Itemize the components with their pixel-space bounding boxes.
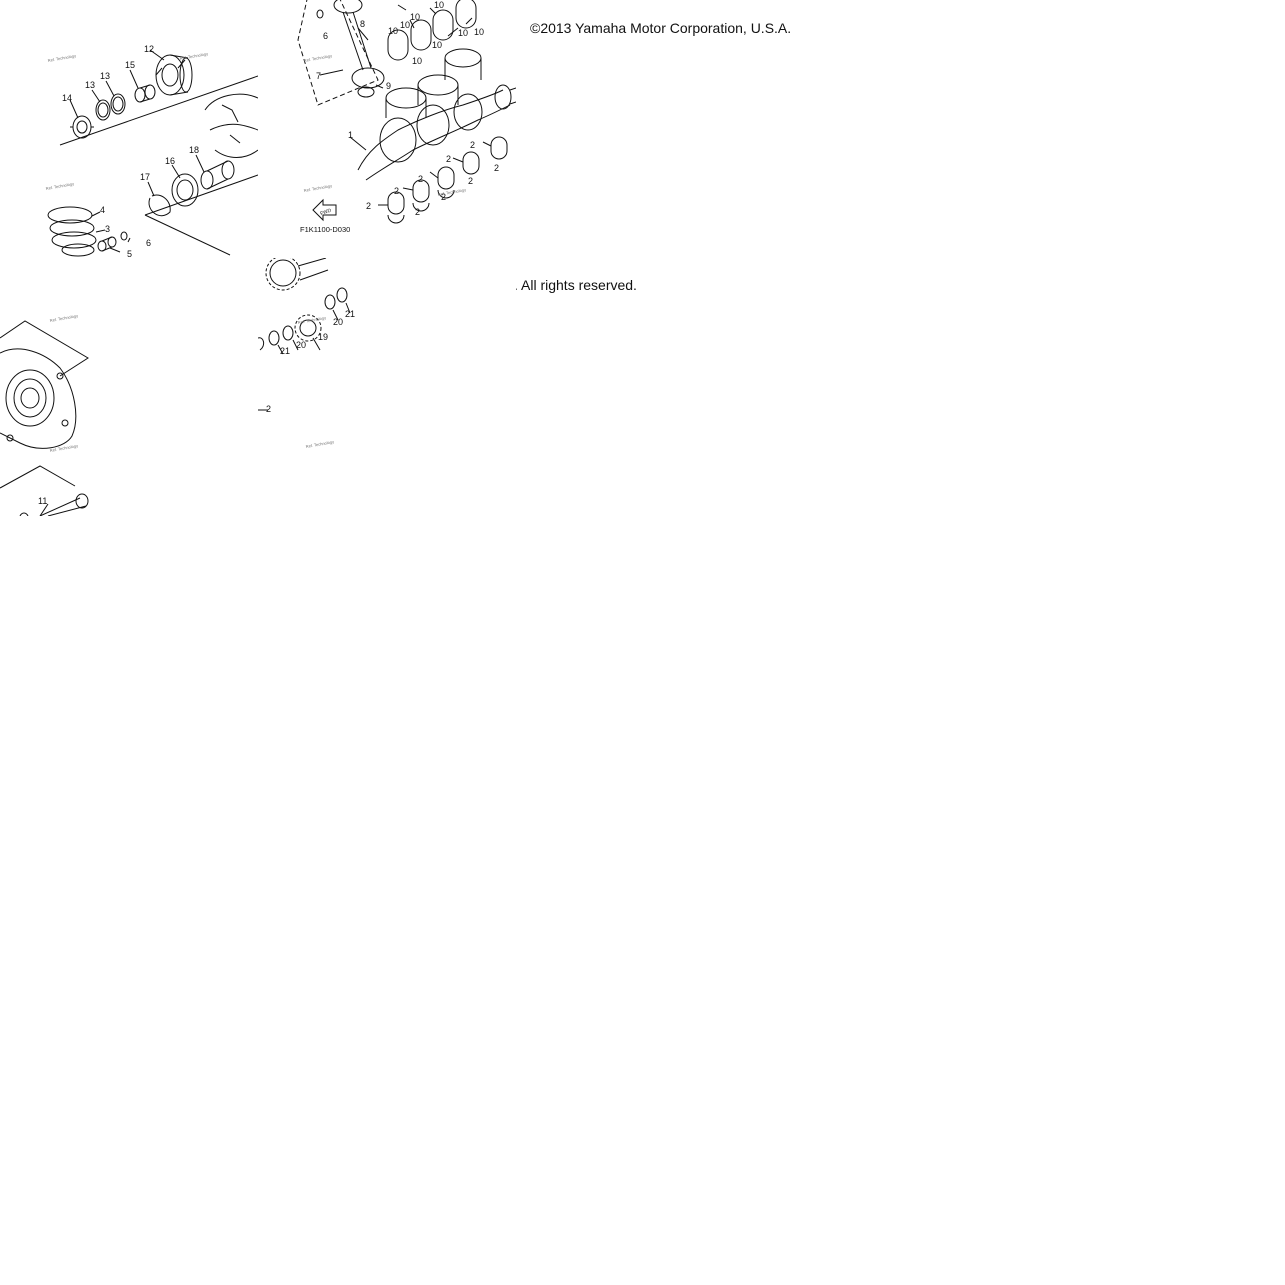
watermark: Ref. Technology bbox=[49, 313, 78, 323]
callout-10e: 10 bbox=[458, 28, 468, 38]
watermark: Ref. Technology bbox=[179, 51, 208, 61]
diagram-tile-crankcase-cover: 11 Ref. Technology Ref. Technology bbox=[0, 258, 258, 516]
callout-9: 9 bbox=[386, 81, 391, 91]
diagram-tile-pistons-bearings: 12 15 13 13 14 16 18 17 4 3 6 5 Ref. Tec… bbox=[0, 0, 258, 258]
callout-1: 1 bbox=[348, 130, 353, 140]
callout-6: 6 bbox=[323, 31, 328, 41]
callout-2h: 2 bbox=[415, 207, 420, 217]
callout-10h: 10 bbox=[412, 56, 422, 66]
callout-4: 4 bbox=[100, 205, 105, 215]
callout-2f: 2 bbox=[468, 176, 473, 186]
crankshaft-drawing: 1 7 6 8 9 10 10 10 10 10 10 10 10 2 2 2 … bbox=[297, 0, 516, 234]
callout-5: 5 bbox=[127, 249, 132, 258]
callout-20: 20 bbox=[333, 317, 343, 327]
callout-21: 21 bbox=[345, 309, 355, 319]
callout-18: 18 bbox=[189, 145, 199, 155]
watermark: Ref. Technology bbox=[49, 443, 78, 453]
watermark: Ref. Technology bbox=[305, 439, 334, 449]
callout-17: 17 bbox=[140, 172, 150, 182]
rights-reserved-notice: . All rights reserved. bbox=[514, 277, 637, 293]
watermark: Ref. Technology bbox=[297, 315, 326, 325]
callout-10: 10 bbox=[388, 26, 398, 36]
callout-2g: 2 bbox=[494, 163, 499, 173]
pistons-bearings-drawing: 12 15 13 13 14 16 18 17 4 3 6 5 Ref. Tec… bbox=[45, 44, 258, 258]
fwd-arrow-label: FWD bbox=[320, 207, 333, 217]
callout-21b: 21 bbox=[280, 346, 290, 356]
callout-10d: 10 bbox=[434, 0, 444, 10]
watermark: Ref. Technology bbox=[47, 53, 76, 63]
callout-16: 16 bbox=[165, 156, 175, 166]
diagram-code: F1K1100-D030 bbox=[300, 225, 350, 234]
callout-10g: 10 bbox=[432, 40, 442, 50]
watermark: Ref. Technology bbox=[437, 187, 466, 197]
callout-20b: 20 bbox=[296, 340, 306, 350]
callout-2: 2 bbox=[366, 201, 371, 211]
callout-12: 12 bbox=[144, 44, 154, 54]
watermark: Ref. Technology bbox=[303, 183, 332, 193]
callout-2: 2 bbox=[266, 404, 271, 414]
callout-13b: 13 bbox=[85, 80, 95, 90]
callout-2b: 2 bbox=[394, 186, 399, 196]
callout-6: 6 bbox=[146, 238, 151, 248]
callout-2c: 2 bbox=[418, 174, 423, 184]
crankcase-cover-drawing: 11 Ref. Technology Ref. Technology bbox=[0, 313, 89, 516]
copyright-notice: ©2013 Yamaha Motor Corporation, U.S.A. bbox=[530, 20, 792, 36]
callout-13: 13 bbox=[100, 71, 110, 81]
gears-drawing: 20 21 19 20 21 2 Ref. Technology Ref. Te… bbox=[258, 258, 355, 449]
callout-2d: 2 bbox=[446, 154, 451, 164]
callout-14: 14 bbox=[62, 93, 72, 103]
callout-8: 8 bbox=[360, 19, 365, 29]
diagram-tile-gears: 20 21 19 20 21 2 Ref. Technology Ref. Te… bbox=[258, 258, 516, 516]
callout-11: 11 bbox=[38, 496, 47, 506]
callout-7: 7 bbox=[316, 71, 321, 81]
callout-15: 15 bbox=[125, 60, 135, 70]
callout-10b: 10 bbox=[400, 20, 410, 30]
diagram-tile-crankshaft: 1 7 6 8 9 10 10 10 10 10 10 10 10 2 2 2 … bbox=[258, 0, 516, 258]
watermark: Ref. Technology bbox=[303, 53, 332, 63]
callout-19: 19 bbox=[318, 332, 328, 342]
callout-10c: 10 bbox=[410, 12, 420, 22]
callout-10f: 10 bbox=[474, 27, 484, 37]
callout-2e: 2 bbox=[470, 140, 475, 150]
watermark: Ref. Technology bbox=[45, 181, 74, 191]
callout-3: 3 bbox=[105, 224, 110, 234]
callout-2i: 2 bbox=[441, 192, 446, 202]
